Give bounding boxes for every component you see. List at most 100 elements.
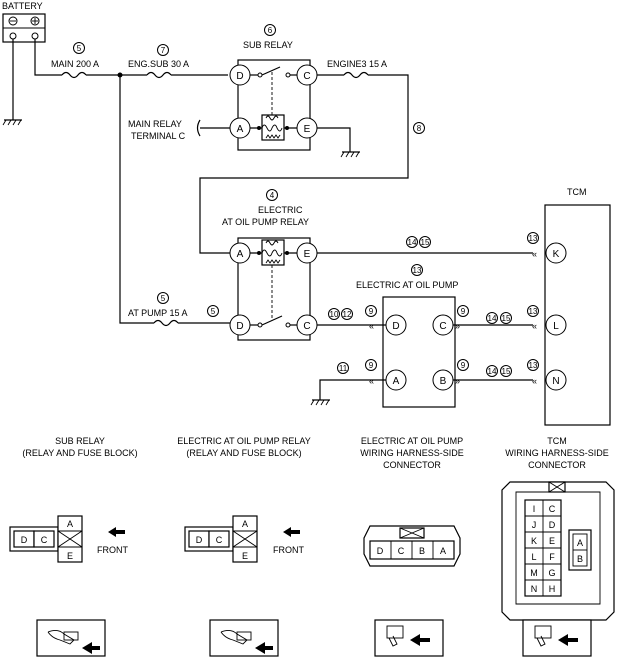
svg-text:G: G: [548, 568, 555, 578]
svg-text:D: D: [549, 520, 556, 530]
svg-text:I: I: [533, 504, 536, 514]
wire-ref-14-15-top: 14 15: [406, 236, 431, 248]
svg-text:14: 14: [488, 314, 497, 323]
connector-mark-icon: «: [532, 249, 537, 259]
svg-text:14: 14: [408, 238, 417, 247]
sub-relay-terminal-a: A: [237, 124, 244, 135]
main-fuse-icon: [61, 71, 87, 79]
engine3-fuse-label: ENGINE3 15 A: [327, 59, 387, 69]
svg-text:TCM: TCM: [567, 187, 587, 197]
sub-relay-terminal-c: C: [303, 71, 310, 82]
front-arrow-icon: [283, 527, 300, 537]
pump-terminal-d: D: [392, 321, 399, 332]
svg-text:H: H: [549, 584, 556, 594]
plug-thumbnail-icon: [209, 619, 279, 657]
svg-text:C: C: [216, 535, 223, 545]
svg-text:M: M: [530, 568, 538, 578]
svg-text:15: 15: [421, 238, 430, 247]
ground-icon: [340, 151, 360, 158]
svg-text:A: A: [67, 519, 73, 529]
svg-text:6: 6: [268, 26, 273, 35]
svg-text:L: L: [531, 552, 536, 562]
svg-text:4: 4: [270, 191, 275, 200]
svg-text:8: 8: [417, 124, 422, 133]
pump-terminal-a: A: [393, 376, 400, 387]
pump-relay: 4 ELECTRIC AT OIL PUMP RELAY A E D C: [222, 189, 318, 341]
svg-text:WIRING HARNESS-SIDE: WIRING HARNESS-SIDE: [360, 448, 464, 458]
tcm-terminal-n: N: [552, 376, 559, 387]
svg-text:A: A: [577, 538, 583, 548]
plug-thumbnail-icon: [36, 619, 106, 657]
svg-text:5: 5: [211, 307, 216, 316]
sub-relay-connector: SUB RELAY (RELAY AND FUSE BLOCK) D C A E…: [9, 436, 138, 563]
ground-icon: [2, 119, 22, 126]
svg-text:C: C: [549, 504, 556, 514]
svg-text:(RELAY AND FUSE BLOCK): (RELAY AND FUSE BLOCK): [186, 448, 301, 458]
svg-text:7: 7: [161, 46, 166, 55]
svg-text:9: 9: [369, 307, 374, 316]
pump-relay-terminal-a: A: [237, 249, 244, 260]
at-pump-fuse-icon: [153, 319, 179, 327]
at-pump-fuse-label: 5 AT PUMP 15 A 5: [128, 292, 219, 318]
pump-harness-connector: ELECTRIC AT OIL PUMP WIRING HARNESS-SIDE…: [360, 436, 464, 567]
pump-relay-terminal-d: D: [236, 321, 243, 332]
svg-text:13: 13: [413, 266, 422, 275]
svg-text:13: 13: [529, 307, 538, 316]
svg-text:ELECTRIC AT OIL PUMP: ELECTRIC AT OIL PUMP: [361, 436, 463, 446]
wire-ref-11-9-a: 11 9: [337, 359, 377, 374]
svg-text:CONNECTOR: CONNECTOR: [383, 460, 441, 470]
ground-icon: [310, 399, 330, 406]
connector-mark-icon: «: [369, 321, 374, 331]
sub-relay-terminal-e: E: [304, 124, 311, 135]
plug-thumbnail-icon: [522, 619, 592, 657]
connector-mark-icon: «: [369, 376, 374, 386]
pump-terminal-b: B: [440, 376, 447, 387]
svg-text:A: A: [242, 519, 248, 529]
wire-ref-13-k: 13: [527, 232, 539, 244]
svg-text:C: C: [398, 546, 405, 556]
svg-text:AT PUMP 15 A: AT PUMP 15 A: [128, 308, 188, 318]
wire-ref-pump-c: 9 14 15 13: [457, 305, 539, 324]
pump-relay-terminal-e: E: [304, 249, 311, 260]
svg-text:E: E: [549, 536, 555, 546]
svg-text:FRONT: FRONT: [273, 545, 304, 555]
svg-text:9: 9: [461, 307, 466, 316]
svg-text:A: A: [440, 546, 446, 556]
sub-relay: 6 SUB RELAY D C A E: [229, 24, 318, 151]
svg-text:(RELAY AND FUSE BLOCK): (RELAY AND FUSE BLOCK): [22, 448, 137, 458]
connector-mark-icon: »: [455, 321, 460, 331]
svg-text:FRONT: FRONT: [97, 545, 128, 555]
svg-text:9: 9: [369, 361, 374, 370]
tcm: TCM K L N: [544, 187, 611, 426]
sub-relay-terminal-d: D: [236, 71, 243, 82]
svg-text:AT OIL PUMP RELAY: AT OIL PUMP RELAY: [222, 217, 309, 227]
tcm-terminal-l: L: [553, 321, 559, 332]
svg-text:13: 13: [529, 361, 538, 370]
front-arrow-icon: [108, 527, 125, 537]
svg-text:D: D: [21, 535, 28, 545]
pump-terminal-c: C: [439, 321, 446, 332]
svg-text:J: J: [532, 520, 537, 530]
svg-text:14: 14: [488, 367, 497, 376]
svg-text:F: F: [549, 552, 555, 562]
svg-text:9: 9: [461, 361, 466, 370]
svg-text:MAIN 200 A: MAIN 200 A: [51, 59, 99, 69]
svg-text:15: 15: [502, 314, 511, 323]
battery: BATTERY: [2, 1, 46, 43]
svg-text:TCM: TCM: [547, 436, 567, 446]
tcm-harness-connector: TCM WIRING HARNESS-SIDE CONNECTOR I J K …: [501, 436, 615, 621]
wire-ref-10-12: 10 12 9: [328, 305, 377, 320]
svg-text:TERMINAL C: TERMINAL C: [131, 131, 186, 141]
svg-text:ELECTRIC AT OIL PUMP RELAY: ELECTRIC AT OIL PUMP RELAY: [177, 436, 311, 446]
svg-text:E: E: [242, 551, 248, 561]
svg-text:13: 13: [529, 234, 538, 243]
svg-text:12: 12: [343, 310, 352, 319]
connector-mark-icon: »: [455, 376, 460, 386]
svg-text:5: 5: [77, 44, 82, 53]
wire-ref-8: 8: [413, 122, 425, 134]
svg-text:B: B: [577, 554, 583, 564]
pump-relay-connector: ELECTRIC AT OIL PUMP RELAY (RELAY AND FU…: [177, 436, 311, 563]
pump-relay-terminal-c: C: [303, 321, 310, 332]
battery-label: BATTERY: [2, 1, 43, 11]
svg-text:C: C: [41, 535, 48, 545]
